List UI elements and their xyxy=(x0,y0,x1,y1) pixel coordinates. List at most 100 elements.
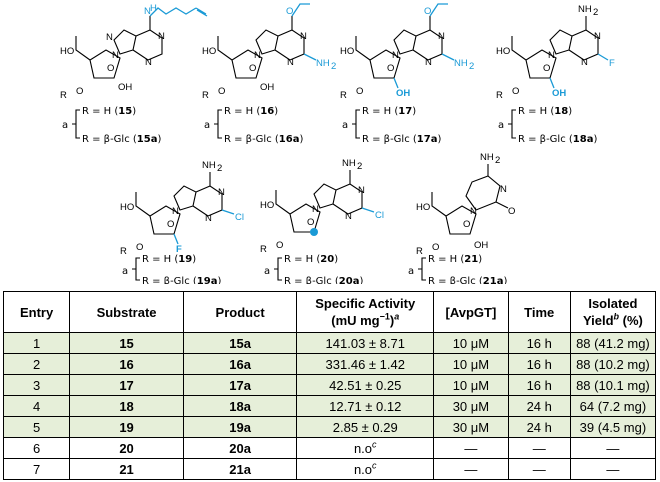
chemical-structures-figure: N H N N N N O HO OH R O a R = H (15) R =… xyxy=(60,3,615,284)
atom-label: O xyxy=(463,219,470,230)
atom-label: O xyxy=(76,86,83,97)
atom-label: O xyxy=(543,63,550,74)
cell-substrate: 17 xyxy=(69,374,184,396)
cell-enzyme: 10 μM xyxy=(433,374,509,396)
atom-label: O xyxy=(307,217,314,228)
footnote-a: a xyxy=(498,120,504,131)
cell-entry: 3 xyxy=(2,374,71,396)
atom-label: R xyxy=(416,246,423,257)
atom-label: HO xyxy=(340,46,354,57)
svg-text:R = H (18): R = H (18) xyxy=(518,106,572,117)
svg-text:R = β-Glc (17a): R = β-Glc (17a) xyxy=(362,134,441,145)
atom-label: N xyxy=(144,6,151,17)
atom-label: N xyxy=(300,31,307,42)
cell-time: 16 h xyxy=(507,374,571,396)
header-time: Time xyxy=(507,291,571,333)
header-product: Product xyxy=(182,291,298,333)
cell-product: 20a xyxy=(182,437,298,459)
svg-text:R = β-Glc (18a): R = β-Glc (18a) xyxy=(518,134,597,145)
cell-entry: 5 xyxy=(2,416,71,438)
cell-activity: n.oc xyxy=(296,458,435,480)
footnote-a: a xyxy=(62,120,68,131)
results-table: Entry Substrate Product Specific Activit… xyxy=(2,291,657,480)
atom-label: N xyxy=(112,50,119,61)
cell-entry: 7 xyxy=(2,458,71,480)
atom-label: N xyxy=(358,185,365,196)
atom-label: N xyxy=(594,31,601,42)
atom-label: N xyxy=(438,31,445,42)
atom-label: R xyxy=(202,90,209,101)
svg-text:R = β-Glc (15a): R = β-Glc (15a) xyxy=(82,134,161,145)
compound-19-structure: Cl F NH 2 N N N O HO R O a R = H (19) R … xyxy=(120,160,244,284)
atom-label: HO xyxy=(260,200,274,211)
atom-label: N xyxy=(312,204,319,215)
cell-yield: — xyxy=(569,437,657,459)
atom-label: O xyxy=(286,6,293,17)
footnote-a: a xyxy=(408,266,414,277)
atom-label: N xyxy=(218,187,225,198)
deoxy-highlight xyxy=(310,228,318,236)
atom-label: 2 xyxy=(331,61,336,72)
atom-label: HO xyxy=(60,46,74,57)
atom-label: O xyxy=(136,242,143,253)
atom-label: NH xyxy=(480,152,494,163)
atom-label: NH xyxy=(202,160,216,171)
atom-label: N xyxy=(345,211,352,222)
cell-enzyme: 30 μM xyxy=(433,395,509,417)
cell-time: 24 h xyxy=(507,416,571,438)
header-specific-activity: Specific Activity (mU mg−1)a xyxy=(296,291,435,333)
atom-label: NH xyxy=(454,58,468,69)
svg-text:R = H (15): R = H (15) xyxy=(82,106,136,117)
cell-activity: 12.71 ± 0.12 xyxy=(296,395,435,417)
cell-substrate: 15 xyxy=(69,332,184,354)
compound-16-structure: O NH 2 N N N O HO OH R O a R = H (16) R … xyxy=(202,3,336,145)
cell-product: 21a xyxy=(182,458,298,480)
cell-substrate: 20 xyxy=(69,437,184,459)
atom-label: N xyxy=(254,50,261,61)
atom-label: HO xyxy=(496,46,510,57)
atom-label: N xyxy=(158,31,165,42)
cell-entry: 4 xyxy=(2,395,71,417)
cell-product: 17a xyxy=(182,374,298,396)
cell-activity: 141.03 ± 8.71 xyxy=(296,332,435,354)
atom-label: R xyxy=(120,246,127,257)
atom-label: N xyxy=(581,57,588,68)
atom-label: Cl xyxy=(235,212,244,223)
atom-label: O xyxy=(387,63,394,74)
cell-yield: 88 (10.2 mg) xyxy=(569,353,657,375)
header-yield: Isolated Yieldb (%) xyxy=(569,291,657,333)
svg-text:R = H (20): R = H (20) xyxy=(284,254,338,265)
cell-substrate: 16 xyxy=(69,353,184,375)
cell-enzyme: 10 μM xyxy=(433,353,509,375)
atom-label: NH xyxy=(578,4,592,15)
atom-label: O xyxy=(512,86,519,97)
atom-label: 2 xyxy=(593,7,598,18)
cell-substrate: 21 xyxy=(69,458,184,480)
cell-substrate: 19 xyxy=(69,416,184,438)
atom-label: O xyxy=(218,86,225,97)
cell-enzyme: — xyxy=(433,458,509,480)
cell-substrate: 18 xyxy=(69,395,184,417)
atom-label: O xyxy=(276,240,283,251)
cell-yield: 64 (7.2 mg) xyxy=(569,395,657,417)
atom-label: O xyxy=(167,219,174,230)
cell-enzyme: 10 μM xyxy=(433,332,509,354)
atom-label: NH xyxy=(316,58,330,69)
svg-text:R = H (19): R = H (19) xyxy=(142,254,196,265)
atom-label: HO xyxy=(120,202,134,213)
cell-activity: 2.85 ± 0.29 xyxy=(296,416,435,438)
svg-text:R = β-Glc (16a): R = β-Glc (16a) xyxy=(224,134,303,145)
atom-label: N xyxy=(500,184,507,195)
cell-product: 18a xyxy=(182,395,298,417)
atom-label: N xyxy=(145,57,152,68)
cell-product: 19a xyxy=(182,416,298,438)
svg-text:R = H (21): R = H (21) xyxy=(428,254,482,265)
atom-label: R xyxy=(60,90,67,101)
cell-activity: 42.51 ± 0.25 xyxy=(296,374,435,396)
atom-label: N xyxy=(205,213,212,224)
cell-activity: n.oc xyxy=(296,437,435,459)
atom-label: Cl xyxy=(375,210,384,221)
atom-label: N xyxy=(470,206,477,217)
